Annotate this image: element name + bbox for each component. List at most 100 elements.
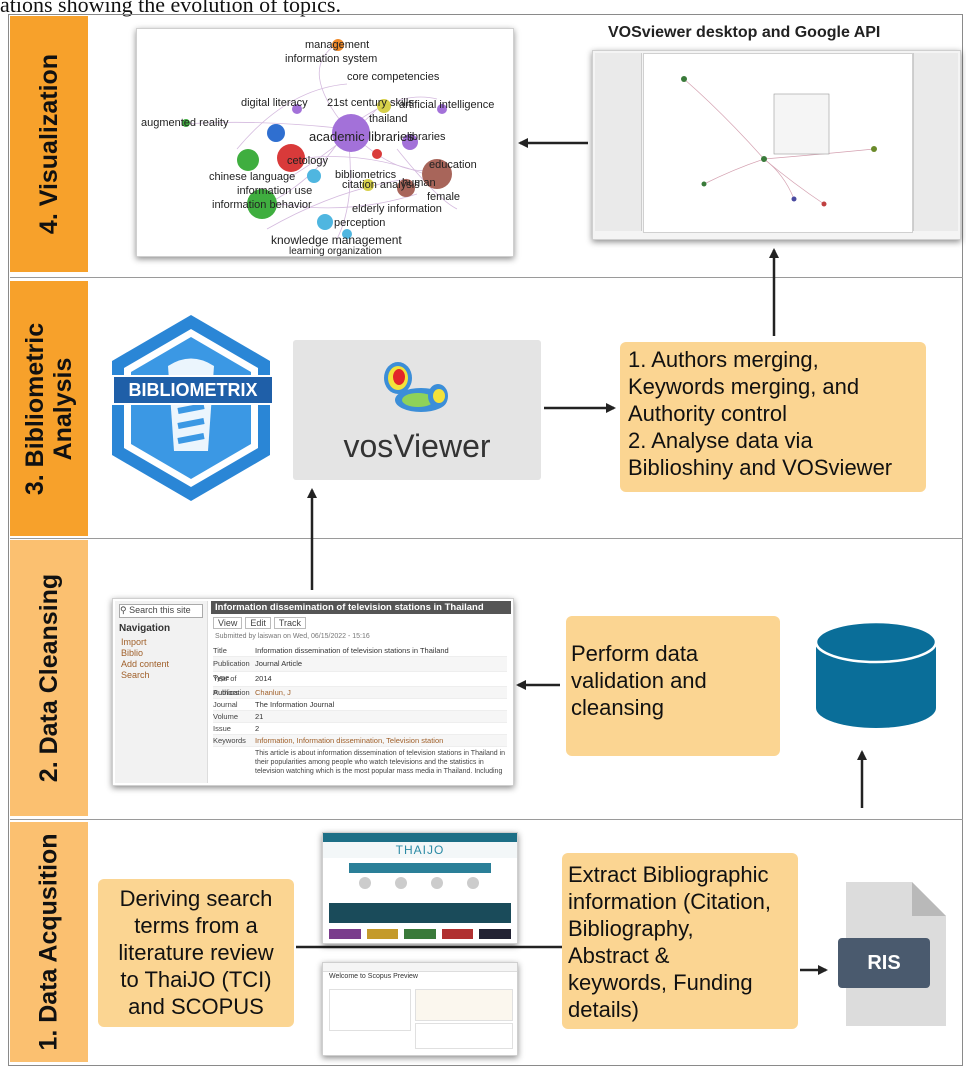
- record-field-table: Title Information dissemination of televi…: [213, 645, 507, 777]
- note-line: 2. Analyse data via: [628, 428, 813, 453]
- keyword-label: digital literacy: [241, 97, 308, 109]
- scopus-top-bar: [323, 963, 517, 972]
- keyword-label: citation analysis: [342, 179, 420, 191]
- keyword-label: management: [305, 39, 370, 51]
- keyword-label: chinese language: [209, 171, 296, 183]
- section-divider: [10, 819, 963, 820]
- nav-item-biblio[interactable]: Biblio: [121, 648, 144, 658]
- field-value[interactable]: Information, Information dissemination, …: [255, 736, 444, 745]
- database-icon: [814, 620, 938, 728]
- section-divider: [10, 277, 963, 278]
- keyword-label: education: [429, 159, 477, 171]
- note-line: Abstract &: [568, 943, 670, 968]
- record-abstract: This article is about information dissem…: [255, 750, 506, 775]
- keyword-label: perception: [334, 217, 386, 229]
- scopus-left-card: [329, 989, 411, 1031]
- keyword-label: information system: [285, 53, 378, 65]
- note-line: Keywords merging, and: [628, 374, 860, 399]
- vosviewer-network: [681, 76, 877, 207]
- field-key: Issue: [213, 724, 231, 733]
- search-input[interactable]: ⚲ Search this site: [119, 604, 203, 618]
- field-value[interactable]: Chanlun, J: [255, 688, 291, 697]
- note-line: Authority control: [628, 401, 787, 426]
- vosviewer-title: VOSviewer desktop and Google API: [608, 24, 881, 41]
- vosviewer-left-panel: [595, 53, 642, 231]
- tab-edit[interactable]: Edit: [245, 617, 271, 629]
- field-value: The Information Journal: [255, 700, 335, 709]
- keyword-label: 21st century skills: [327, 97, 414, 109]
- thaijo-screenshot: THAIJO: [322, 832, 518, 944]
- keyword-label: knowledge management: [271, 233, 402, 247]
- nav-item-add-content[interactable]: Add content: [121, 659, 170, 669]
- keyword-label: bibliometrics: [335, 169, 397, 181]
- nav-item-import[interactable]: Import: [121, 637, 147, 647]
- cleansing-note: Perform data validation and cleansing: [566, 616, 780, 756]
- diagram-frame: [8, 14, 963, 1066]
- record-header: Information dissemination of television …: [211, 601, 511, 614]
- keyword-label: learning organization: [289, 246, 382, 257]
- keyword-label: information use: [237, 185, 313, 197]
- thaijo-links: [359, 877, 479, 895]
- thaijo-journal-logos: [329, 929, 511, 939]
- scopus-right-card: [415, 989, 513, 1021]
- keyword-label: artificial intelligence: [399, 99, 495, 111]
- table-row: Keywords Information, Information dissemi…: [213, 735, 507, 747]
- keyword-label: core competencies: [347, 71, 440, 83]
- field-key: Journal: [213, 700, 238, 709]
- top-caption: ations showing the evolution of topics.: [0, 0, 341, 17]
- stage-bibliometric-analysis: 3. Bibliometric Analysis: [10, 281, 88, 536]
- thaijo-search-bar[interactable]: [349, 863, 491, 873]
- biblio-record-screenshot: ⚲ Search this site Navigation Import Bib…: [112, 598, 514, 786]
- vosviewer-screenshot: [592, 50, 961, 240]
- keyword-label: libraries: [407, 131, 446, 143]
- bibliometrix-hexagon: [112, 315, 270, 501]
- record-tabs: View Edit Track: [213, 617, 307, 629]
- keyword-label: human: [402, 177, 436, 189]
- scopus-screenshot: Welcome to Scopus Preview: [322, 962, 518, 1056]
- vosviewer-right-panel: [913, 53, 958, 231]
- note-line: details): [568, 997, 639, 1022]
- field-key: Publication Type: [213, 659, 250, 682]
- section-divider: [10, 538, 963, 539]
- field-value: Information dissemination of television …: [255, 646, 449, 655]
- note-line: keywords, Funding: [568, 970, 753, 995]
- thaijo-logo: THAIJO: [323, 842, 517, 858]
- scopus-right-card: [415, 1023, 513, 1049]
- search-terms-note: Deriving search terms from a literature …: [98, 879, 294, 1027]
- scopus-title: Welcome to Scopus Preview: [329, 973, 418, 980]
- search-icon: ⚲: [120, 605, 127, 615]
- note-line: and SCOPUS: [128, 994, 264, 1019]
- field-key: Authors: [213, 688, 239, 697]
- bibliometrix-label: BIBLIOMETRIX: [112, 375, 274, 405]
- field-key: Volume: [213, 712, 239, 721]
- extract-info-note: Extract Bibliographic information (Citat…: [562, 853, 798, 1029]
- stage-data-cleansing: 2. Data Cleansing: [10, 540, 88, 816]
- field-key: Title: [213, 646, 227, 655]
- ris-file-icon: [838, 882, 946, 1026]
- table-row: Journal The Information Journal: [213, 699, 507, 711]
- field-key: Keywords: [213, 736, 246, 745]
- field-value: 2: [255, 724, 260, 733]
- submitted-line: Submitted by laiswan on Wed, 06/15/2022 …: [215, 633, 370, 640]
- keyword-label: elderly information: [352, 203, 442, 215]
- note-line: to ThaiJO (TCI): [120, 967, 272, 992]
- note-line: Extract Bibliographic: [568, 862, 769, 887]
- note-line: Deriving search: [119, 886, 273, 911]
- tab-track[interactable]: Track: [273, 617, 307, 629]
- note-line: information (Citation,: [568, 889, 771, 914]
- stage-data-acquisition: 1. Data Acqusition: [10, 822, 88, 1062]
- field-key: Year of Publication: [213, 674, 250, 697]
- nav-item-search[interactable]: Search: [121, 670, 150, 680]
- note-line: Perform data: [571, 641, 699, 666]
- vosviewer-logo: vosViewer: [293, 340, 541, 480]
- analysis-step-note: 1. Authors merging, Keywords merging, an…: [620, 342, 926, 492]
- tab-view[interactable]: View: [213, 617, 243, 629]
- note-line: cleansing: [571, 695, 664, 720]
- keyword-label: thailand: [369, 113, 408, 125]
- note-line: terms from a: [134, 913, 258, 938]
- note-line: validation and: [571, 668, 707, 693]
- thaijo-news-panel: [329, 903, 511, 923]
